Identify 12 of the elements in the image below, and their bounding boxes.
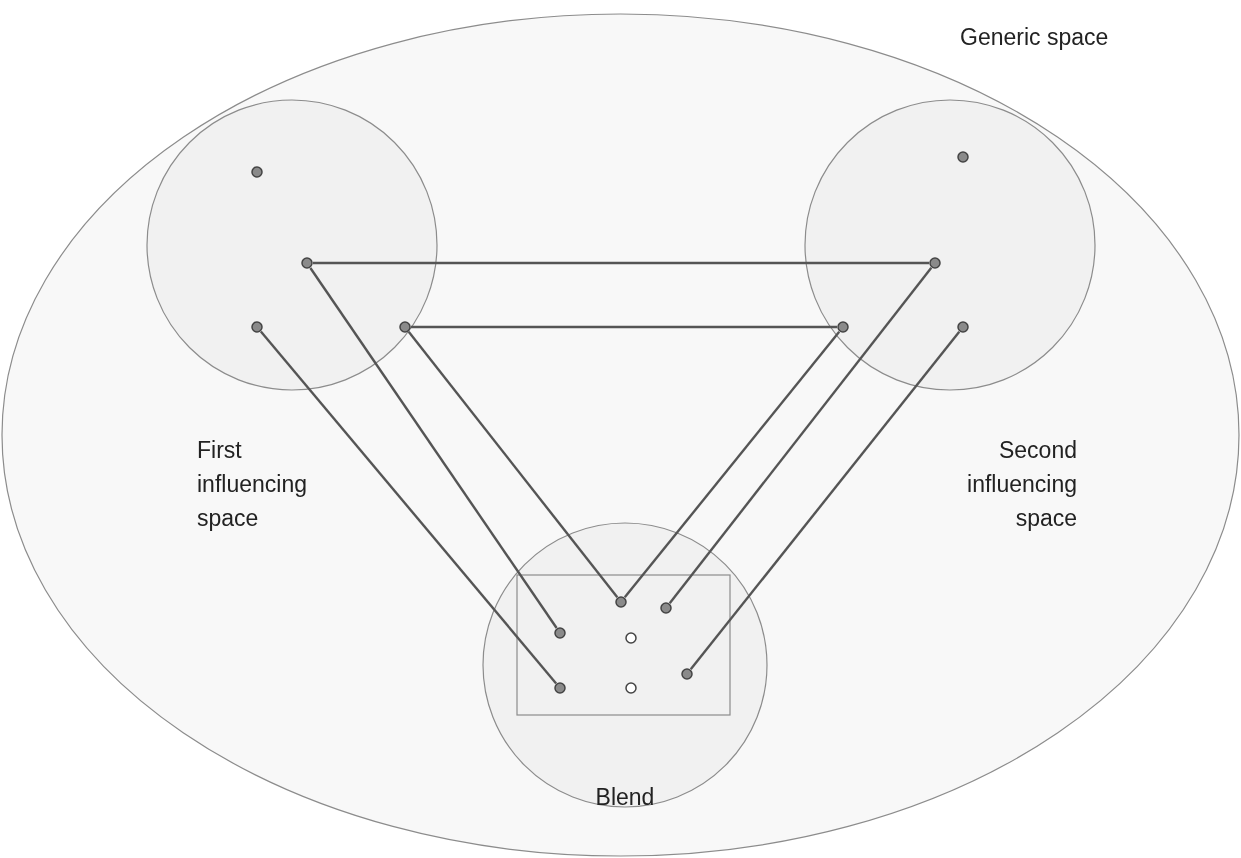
- connector-line: [407, 330, 619, 599]
- connector-line: [259, 330, 558, 685]
- space-label: First influencing space: [197, 436, 308, 533]
- space-label: Second influencing space: [966, 436, 1077, 533]
- space-label: Blend: [594, 783, 656, 812]
- connector-line: [411, 325, 837, 329]
- connector-line: [313, 261, 929, 265]
- connector-line: [689, 330, 961, 671]
- connector-line: [309, 267, 558, 629]
- space-label: Generic space: [960, 23, 1110, 52]
- connector-line: [623, 330, 841, 599]
- connector-line: [668, 267, 933, 604]
